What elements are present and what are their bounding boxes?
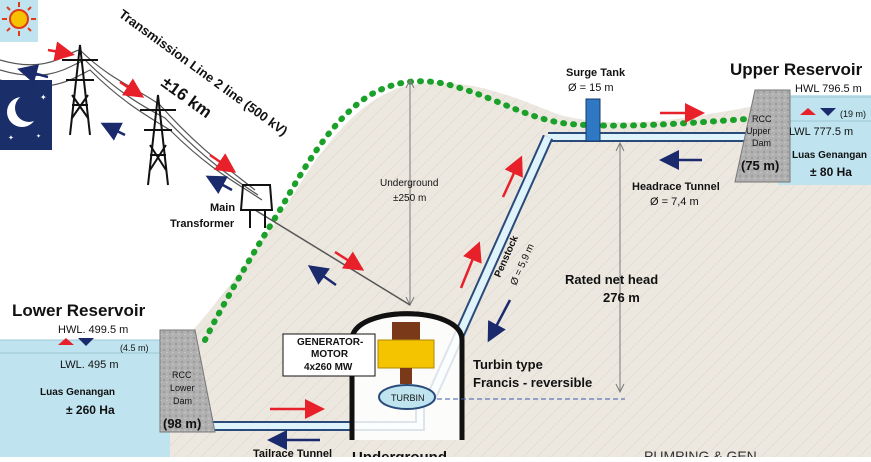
underground-label: Underground — [380, 178, 438, 189]
flow-arrows — [17, 41, 705, 450]
rated-head-value: 276 m — [603, 290, 640, 305]
generator-label-3: 4x260 MW — [304, 362, 353, 373]
sun-icon — [0, 0, 38, 42]
generator-cap — [392, 322, 420, 340]
lower-lwl: LWL. 495 m — [60, 359, 119, 371]
lower-reservoir-water — [0, 340, 170, 457]
underground-depth: ±250 m — [393, 193, 426, 204]
turbine-type-1: Turbin type — [473, 357, 543, 372]
upper-dam-line-3: Dam — [752, 138, 771, 148]
turbine-unit — [378, 384, 436, 410]
upper-lwl: LWL 777.5 m — [789, 126, 853, 138]
lower-reservoir-title: Lower Reservoir — [12, 301, 146, 320]
generator-motor — [377, 339, 435, 369]
surge-tank — [585, 98, 601, 142]
upper-area-value: ± 80 Ha — [810, 165, 852, 179]
upper-dam — [734, 89, 791, 183]
mountain-rock — [0, 82, 871, 458]
upper-area-label: Luas Genangan — [792, 150, 867, 161]
main-transformer — [239, 184, 274, 228]
generator-label-1: GENERATOR- — [297, 337, 363, 348]
headrace-title: Headrace Tunnel — [632, 181, 720, 193]
upper-reservoir-title: Upper Reservoir — [730, 60, 863, 79]
lower-dam-line-2: Lower — [170, 383, 195, 393]
upper-lwl-marker — [820, 108, 836, 116]
moon-icon: ✦ ✦ ✦ — [0, 80, 52, 150]
turbine-type-2: Francis - reversible — [473, 375, 592, 390]
transformer-label-1: Main — [210, 202, 235, 214]
svg-text:✦: ✦ — [40, 93, 47, 102]
tower-2 — [140, 94, 176, 186]
turbine-label: TURBIN — [391, 393, 425, 403]
lower-dam-line-3: Dam — [173, 396, 192, 406]
lower-drawdown: (4.5 m) — [120, 343, 149, 353]
lower-lwl-marker — [78, 338, 94, 346]
footer-partial-text: PUMPING & GEN — [644, 448, 757, 457]
generator-label-box — [282, 333, 376, 377]
upper-dam-line-2: Upper — [746, 126, 771, 136]
svg-text:✦: ✦ — [36, 133, 41, 140]
tailrace-title: Tailrace Tunnel — [253, 448, 332, 457]
upper-dam-height: (75 m) — [741, 158, 779, 173]
surge-tank-diameter: Ø = 15 m — [568, 82, 614, 94]
upper-hwl: HWL 796.5 m — [795, 83, 862, 95]
lower-hwl: HWL. 499.5 m — [58, 324, 128, 336]
tower-1 — [62, 44, 98, 136]
lower-dam — [159, 329, 216, 433]
lower-dam-height: (98 m) — [163, 416, 201, 431]
headrace-diameter: Ø = 7,4 m — [650, 196, 699, 208]
transformer-label-2: Transformer — [170, 218, 235, 230]
rated-head-label: Rated net head — [565, 272, 658, 287]
upper-hwl-marker — [800, 108, 816, 115]
upper-dam-line-1: RCC — [752, 114, 772, 124]
lower-area-value: ± 260 Ha — [66, 403, 115, 417]
upper-drawdown: (19 m) — [840, 109, 866, 119]
lower-dam-line-1: RCC — [172, 370, 192, 380]
lower-hwl-marker — [58, 338, 74, 345]
generator-shaft — [400, 368, 412, 384]
lower-area-label: Luas Genangan — [40, 387, 115, 398]
generator-label-2: MOTOR — [311, 349, 349, 360]
svg-text:✦: ✦ — [8, 134, 14, 142]
surge-tank-title: Surge Tank — [566, 67, 626, 79]
powerhouse-label: Underground — [352, 449, 447, 457]
